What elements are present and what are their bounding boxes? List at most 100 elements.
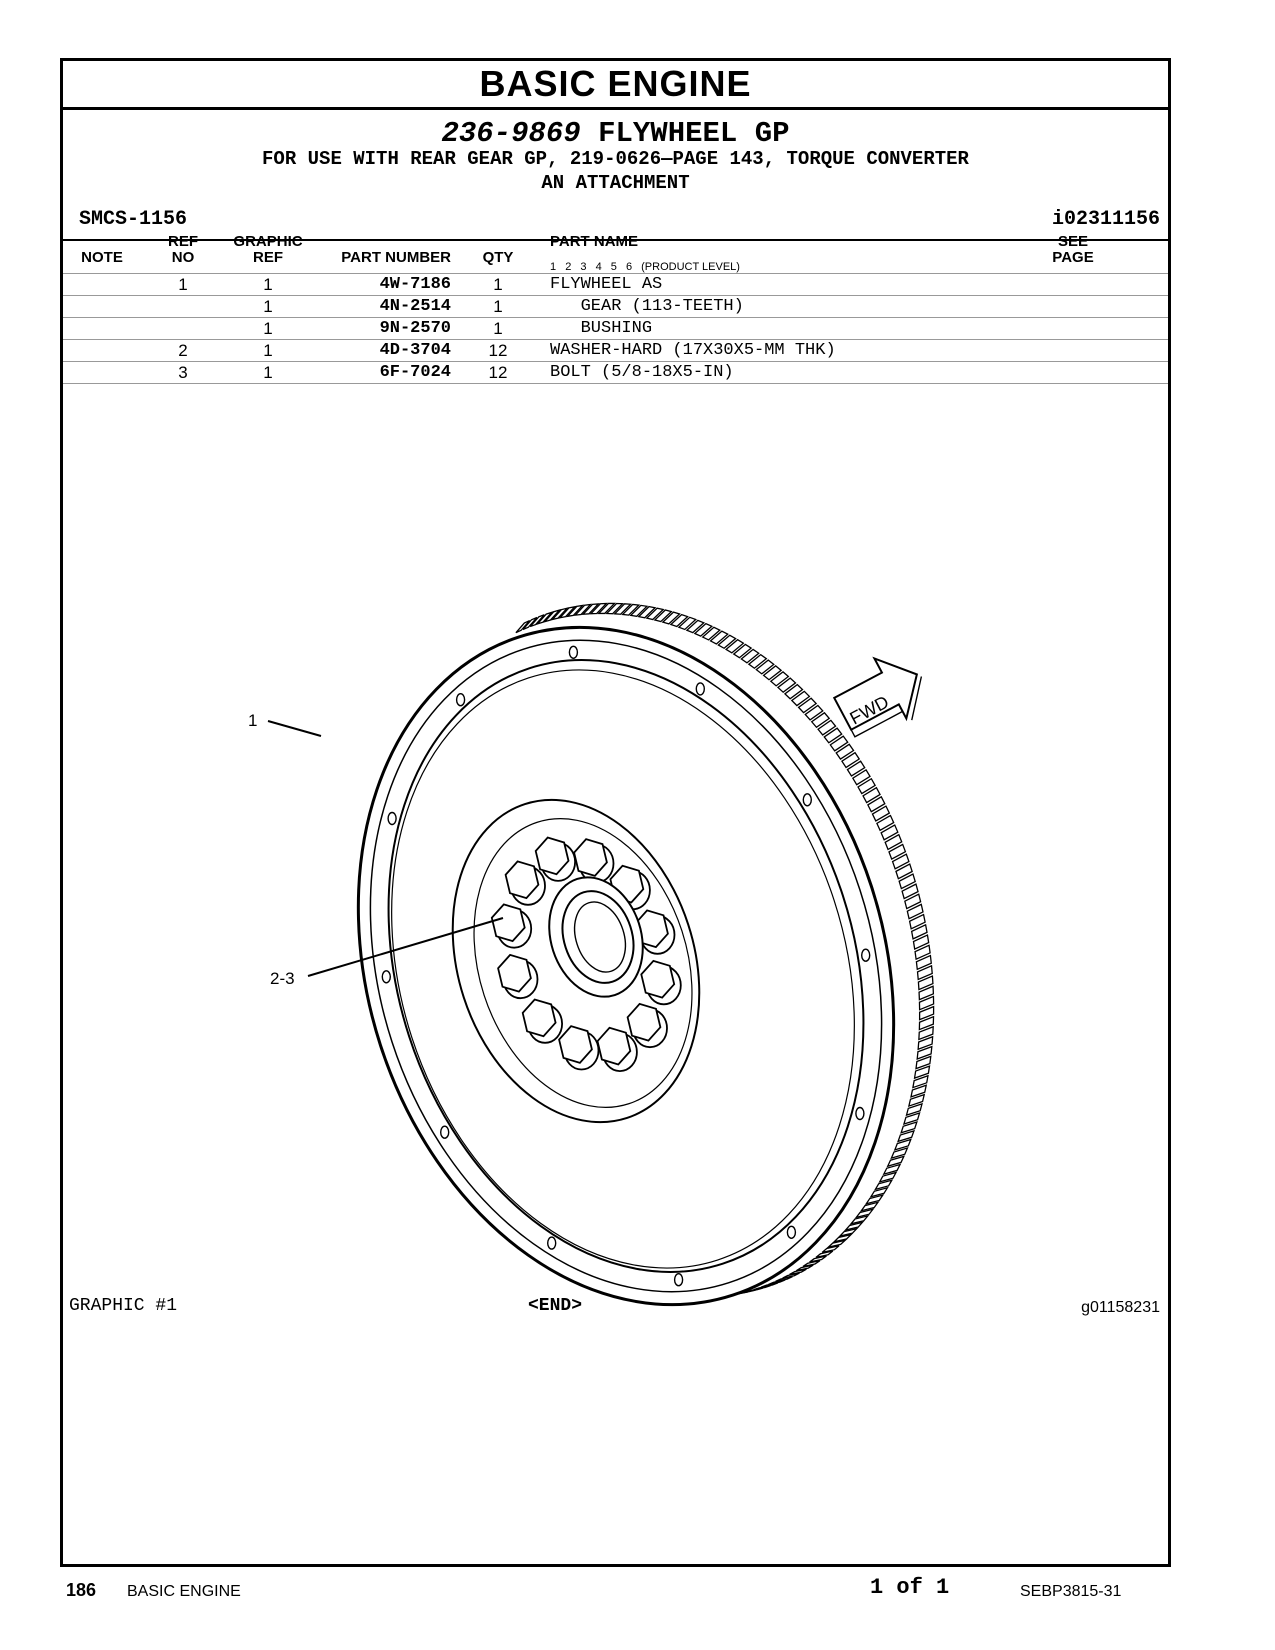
gear-tooth bbox=[884, 833, 903, 851]
gear-tooth bbox=[857, 777, 877, 795]
fwd-arrow-icon bbox=[832, 656, 923, 738]
part-name: WASHER-HARD (17X30X5-MM THK) bbox=[550, 341, 836, 360]
gear-tooth bbox=[893, 1138, 912, 1151]
ref-no: 2 bbox=[178, 341, 188, 360]
mounting-hole bbox=[387, 811, 397, 826]
gear-tooth bbox=[815, 1250, 834, 1258]
gear-tooth bbox=[789, 1268, 807, 1276]
gear-tooth bbox=[851, 768, 871, 786]
gear-tooth bbox=[522, 616, 538, 631]
section-banner: BASIC ENGINE bbox=[63, 61, 1168, 110]
gear-tooth bbox=[653, 609, 673, 623]
part-number: 9N-2570 bbox=[379, 319, 451, 338]
gear-tooth bbox=[732, 643, 753, 659]
qty: 12 bbox=[488, 363, 508, 382]
ref-no: 3 bbox=[178, 363, 188, 382]
mounting-hole bbox=[381, 970, 391, 984]
gear-tooth bbox=[835, 743, 855, 760]
gear-tooth bbox=[869, 1186, 889, 1198]
gear-tooth bbox=[529, 614, 545, 628]
gear-tooth bbox=[802, 1260, 821, 1268]
gear-tooth bbox=[573, 603, 593, 616]
info-id: i02311156 bbox=[1051, 208, 1160, 231]
product-level-1: 1 bbox=[550, 261, 557, 273]
gear-tooth bbox=[605, 602, 625, 615]
gear-tooth bbox=[916, 1045, 933, 1060]
gear-tooth bbox=[755, 659, 775, 675]
gear-tooth bbox=[906, 903, 924, 920]
gear-tooth bbox=[613, 603, 633, 615]
footer-page-of: 1 of 1 bbox=[870, 1575, 950, 1600]
mounting-hole bbox=[673, 1272, 684, 1287]
gear-tooth bbox=[871, 805, 891, 822]
gear-tooth bbox=[886, 1155, 906, 1168]
gear-tooth bbox=[810, 711, 831, 729]
gear-tooth bbox=[701, 626, 721, 641]
gear-tooth bbox=[535, 610, 554, 626]
gear-tooth bbox=[645, 607, 665, 621]
end-marker: <END> bbox=[528, 1296, 583, 1316]
mounting-hole bbox=[455, 693, 466, 707]
gear-tooth bbox=[907, 1093, 926, 1108]
gear-tooth bbox=[589, 602, 608, 615]
hub-bolt bbox=[497, 953, 539, 1000]
gear-tooth bbox=[912, 934, 930, 950]
mounting-hole bbox=[695, 682, 705, 696]
graphic-ref: 1 bbox=[263, 341, 273, 360]
graphic-ref: 1 bbox=[263, 275, 273, 294]
gear-tooth bbox=[876, 814, 895, 832]
mounting-hole bbox=[547, 1236, 557, 1250]
gear-tooth bbox=[918, 995, 935, 1011]
product-level-2: 2 bbox=[565, 261, 572, 273]
mounting-hole bbox=[440, 1125, 450, 1139]
gear-tooth bbox=[550, 607, 569, 621]
gear-tooth bbox=[910, 923, 928, 940]
gear-tooth bbox=[685, 619, 706, 634]
gear-tooth bbox=[769, 671, 790, 687]
gear-tooth bbox=[768, 1279, 786, 1286]
gear-tooth bbox=[740, 648, 760, 664]
group-title: 236-9869 FLYWHEEL GP bbox=[63, 117, 1168, 150]
hub-bolt bbox=[626, 1002, 668, 1049]
gear-tooth bbox=[637, 605, 657, 619]
part-number: 4W-7186 bbox=[379, 275, 451, 294]
gear-tooth bbox=[902, 1112, 921, 1126]
gear-tooth bbox=[838, 1227, 859, 1238]
gear-tooth bbox=[900, 1121, 918, 1134]
part-name: GEAR (113-TEETH) bbox=[550, 297, 744, 316]
gear-tooth bbox=[841, 751, 861, 769]
mounting-hole bbox=[861, 948, 871, 962]
flywheel-illustration bbox=[267, 602, 935, 1307]
part-name: FLYWHEEL AS bbox=[550, 275, 663, 294]
callout-leaders bbox=[267, 720, 504, 977]
hub-bolt bbox=[634, 909, 676, 955]
product-level-legend: 1 2 3 4 5 6 (PRODUCT LEVEL) bbox=[550, 261, 740, 273]
ref-no: 1 bbox=[178, 275, 188, 294]
gear-tooth bbox=[843, 1221, 865, 1232]
gear-tooth bbox=[790, 690, 811, 707]
hub-bolt bbox=[596, 1026, 638, 1072]
part-number: 4D-3704 bbox=[379, 341, 451, 360]
gear-tooth bbox=[891, 853, 910, 870]
gear-tooth bbox=[832, 1233, 854, 1243]
ring-gear-teeth bbox=[515, 602, 935, 1296]
group-subtitle-line2: AN ATTACHMENT bbox=[541, 172, 690, 194]
product-level-4: 4 bbox=[595, 261, 602, 273]
mounting-hole bbox=[786, 1225, 797, 1240]
bushing bbox=[548, 876, 644, 998]
gear-tooth bbox=[882, 1163, 902, 1176]
callout-2-3: 2-3 bbox=[270, 969, 295, 988]
gear-tooth bbox=[804, 704, 824, 721]
page-frame: BASIC ENGINE 236-9869 FLYWHEEL GP FOR US… bbox=[60, 58, 1171, 1567]
graphic-id: g01158231 bbox=[1081, 1299, 1160, 1316]
gear-tooth bbox=[782, 1272, 800, 1279]
gear-tooth bbox=[917, 1035, 934, 1051]
gear-tooth bbox=[918, 1015, 935, 1031]
product-level-6: 6 bbox=[625, 261, 633, 273]
footer-page-number: 186 bbox=[66, 1580, 97, 1600]
gear-tooth bbox=[854, 1208, 875, 1219]
gear-tooth bbox=[629, 604, 649, 617]
part-name: BUSHING bbox=[550, 319, 653, 338]
